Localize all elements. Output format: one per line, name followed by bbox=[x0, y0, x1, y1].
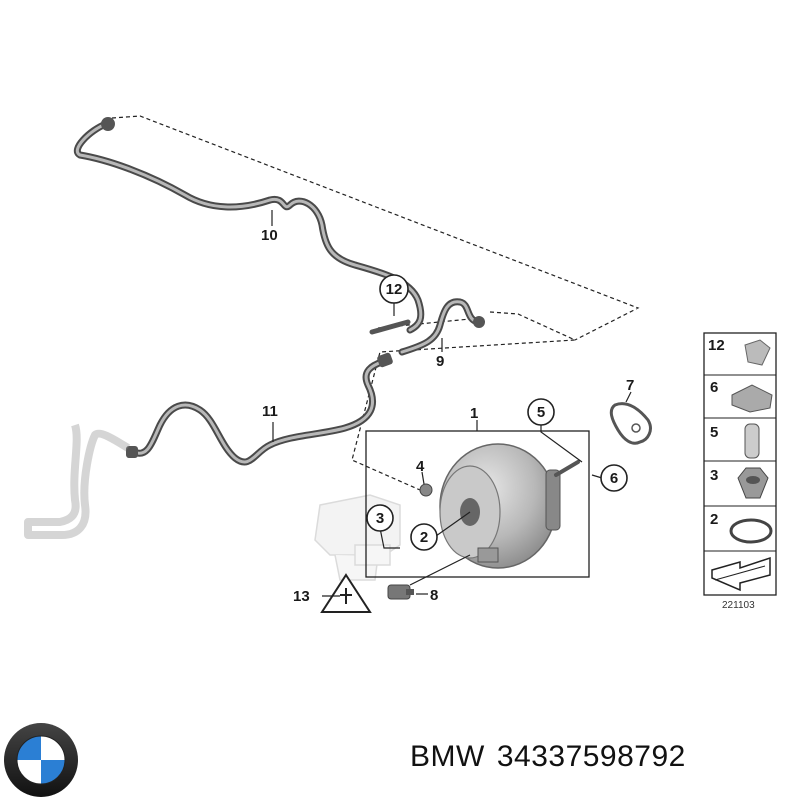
legend-item-6: 6 bbox=[710, 379, 773, 413]
arrow-icon bbox=[711, 556, 771, 592]
legend-item-3: 3 bbox=[710, 467, 769, 499]
legend-code: 221103 bbox=[722, 600, 755, 611]
callout-10: 10 bbox=[261, 227, 278, 244]
callout-9: 9 bbox=[436, 353, 444, 370]
legend-item-12: 12 bbox=[708, 337, 771, 366]
svg-text:12: 12 bbox=[708, 337, 725, 354]
svg-text:2: 2 bbox=[710, 511, 718, 528]
clip-icon bbox=[744, 339, 771, 366]
intake-pipe-ghost bbox=[24, 423, 131, 539]
svg-text:4: 4 bbox=[416, 458, 425, 475]
callout-11: 11 bbox=[262, 403, 278, 420]
svg-text:6: 6 bbox=[610, 470, 618, 487]
callout-12: 12 bbox=[379, 274, 409, 304]
callout-6: 6 bbox=[600, 464, 628, 492]
callout-1: 1 bbox=[470, 405, 478, 422]
bracket-clip-icon bbox=[731, 384, 773, 413]
connector-12-part bbox=[369, 319, 411, 335]
callout-3: 3 bbox=[366, 504, 394, 532]
svg-text:11: 11 bbox=[262, 403, 278, 420]
svg-text:3: 3 bbox=[710, 467, 718, 484]
bmw-logo-icon bbox=[4, 723, 78, 797]
svg-text:5: 5 bbox=[710, 424, 718, 441]
callout-8: 8 bbox=[430, 587, 438, 604]
svg-text:7: 7 bbox=[626, 377, 634, 394]
vacuum-hose-9 bbox=[398, 298, 485, 356]
leader-lines bbox=[271, 210, 632, 597]
svg-text:6: 6 bbox=[710, 379, 718, 396]
part-number: 34337598792 bbox=[496, 740, 686, 773]
svg-text:10: 10 bbox=[261, 227, 278, 244]
hose-end-fitting bbox=[101, 117, 115, 131]
legend-panel: 12 6 5 3 2 221103 bbox=[703, 332, 777, 611]
warning-triangle-13 bbox=[320, 573, 372, 613]
legend-item-5: 5 bbox=[710, 423, 760, 459]
callout-13: 13 bbox=[293, 588, 310, 605]
vacuum-hose-10 bbox=[74, 117, 425, 334]
sleeve-icon bbox=[744, 423, 760, 459]
dashed-outline bbox=[111, 115, 640, 491]
legend-item-2: 2 bbox=[710, 511, 773, 544]
svg-text:1: 1 bbox=[470, 405, 478, 422]
svg-text:13: 13 bbox=[293, 588, 310, 605]
svg-text:5: 5 bbox=[537, 404, 545, 421]
o-ring-icon bbox=[729, 518, 773, 544]
callout-7: 7 bbox=[626, 377, 634, 394]
gasket-7 bbox=[609, 402, 652, 445]
legend-arrow bbox=[711, 556, 771, 592]
svg-text:8: 8 bbox=[430, 587, 438, 604]
svg-text:9: 9 bbox=[436, 353, 444, 370]
sensor-8 bbox=[387, 584, 414, 600]
callout-4: 4 bbox=[416, 458, 425, 475]
brand-name: BMW bbox=[410, 740, 485, 773]
svg-text:2: 2 bbox=[420, 529, 428, 546]
callout-2: 2 bbox=[410, 523, 438, 551]
svg-text:12: 12 bbox=[386, 281, 403, 298]
callout-5: 5 bbox=[527, 398, 555, 426]
footer-caption: BMW 34337598792 bbox=[410, 740, 698, 774]
vacuum-hose-11 bbox=[126, 352, 393, 466]
svg-text:3: 3 bbox=[376, 510, 384, 527]
brake-booster bbox=[419, 443, 580, 569]
